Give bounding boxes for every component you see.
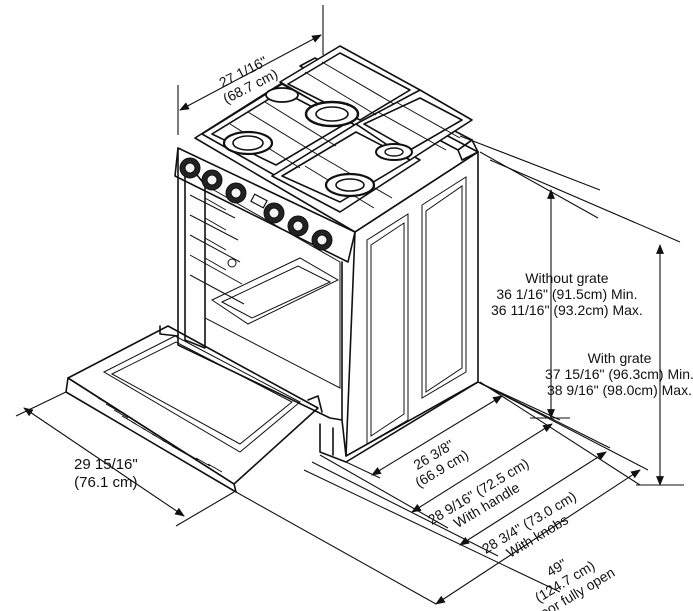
- knob-icon: [225, 182, 247, 204]
- knob-icon: [179, 157, 201, 179]
- label-height-no-grate: Without grate 36 1/16" (91.5cm) Min. 36 …: [491, 270, 643, 318]
- rack-guides: [189, 194, 245, 305]
- knob-icon: [263, 202, 285, 224]
- label-height-grate: With grate 37 15/16" (96.3cm) Min. 38 9/…: [545, 350, 693, 398]
- label-height-no-grate-min: 36 1/16" (91.5cm) Min.: [496, 286, 638, 302]
- knob-icon: [287, 215, 309, 237]
- label-height-grate-min: 37 15/16" (96.3cm) Min.: [545, 366, 693, 382]
- label-height-no-grate-title: Without grate: [525, 270, 609, 286]
- knob-icon: [201, 169, 223, 191]
- oven-light-icon: [227, 258, 237, 268]
- label-height-grate-title: With grate: [587, 350, 652, 366]
- display-panel: [250, 193, 268, 209]
- label-width-left-imperial: 29 15/16": [74, 456, 138, 473]
- label-height-no-grate-max: 36 11/16" (93.2cm) Max.: [491, 302, 643, 318]
- control-knobs: [179, 157, 333, 251]
- dimension-lines: [15, 5, 684, 605]
- knob-icon: [311, 229, 333, 251]
- label-width-left-metric: (76.1 cm): [74, 474, 138, 491]
- range-body: [174, 63, 479, 463]
- label-width-left: 29 15/16" (76.1 cm): [74, 456, 138, 492]
- label-height-grate-max: 38 9/16" (98.0cm) Max.: [546, 382, 692, 398]
- cooktop: [201, 45, 479, 213]
